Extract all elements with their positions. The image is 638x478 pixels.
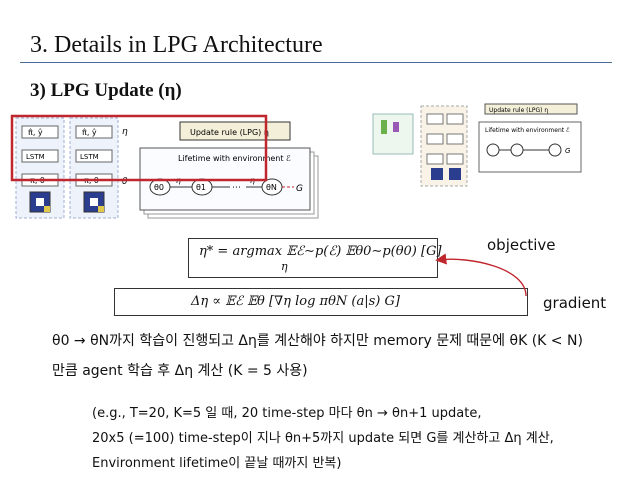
svg-text:θ0: θ0 (154, 183, 164, 192)
svg-text:θ1: θ1 (196, 183, 206, 192)
highlight-box (10, 114, 268, 182)
lpg-architecture-figure: π̂, ŷ LSTM π, θ π̂, ŷ LSTM π, θ η θ Upda… (10, 112, 325, 224)
agent-panel-right: π̂, ŷ LSTM π, θ η θ (69, 117, 128, 219)
svg-text:θN: θN (266, 183, 277, 192)
objective-equation-box: η* = argmax 𝔼ℰ∼p(ℰ) 𝔼θ0∼p(θ0) [G] η (188, 238, 442, 278)
body-line-2: 만큼 agent 학습 후 Δη 계산 (K = 5 사용) (52, 363, 308, 379)
objective-label: objective (487, 236, 556, 254)
body-line-5: Environment lifetime이 끝날 때까지 반복) (92, 456, 342, 471)
agent-panel-left: π̂, ŷ LSTM π, θ (15, 117, 65, 219)
gradient-equation-box: Δη ∝ 𝔼ℰ 𝔼θ [∇η log πθN (a|s) G] (114, 288, 528, 316)
update-rule-label: Update rule (LPG) η (190, 128, 269, 137)
body-line-1: θ0 → θN까지 학습이 진행되고 Δη를 계산해야 하지만 memory 문… (52, 333, 583, 349)
svg-text:⋯: ⋯ (232, 183, 241, 193)
body-line-4: 20x5 (=100) time-step이 지나 θn+5까지 update … (92, 431, 554, 446)
small-update-rule-label: Update rule (LPG) η (489, 107, 548, 114)
svg-text:LSTM: LSTM (80, 153, 99, 161)
small-lifetime-label: Lifetime with environment ℰ (485, 127, 570, 134)
pi-y-label: π̂, ŷ (28, 127, 43, 137)
gradient-to-objective-arrow (435, 253, 527, 297)
svg-text:η: η (122, 127, 128, 137)
lstm-label: LSTM (26, 153, 45, 161)
title-divider (20, 62, 612, 63)
svg-text:θ: θ (122, 177, 128, 187)
svg-text:G: G (296, 184, 303, 194)
update-rule-box (179, 121, 291, 141)
objective-equation: η* = argmax 𝔼ℰ∼p(ℰ) 𝔼θ0∼p(θ0) [G] (199, 244, 442, 259)
gradient-label: gradient (543, 294, 607, 312)
body-line-3: (e.g., T=20, K=5 일 때, 20 time-step 마다 θn… (92, 406, 482, 421)
slide-subtitle: 3) LPG Update (η) (30, 80, 182, 101)
slide-title: 3. Details in LPG Architecture (30, 32, 323, 58)
lpg-small-figure: Update rule (LPG) η Lifetime with enviro… (365, 100, 590, 200)
objective-equation-sub: η (281, 260, 288, 273)
gradient-equation: Δη ∝ 𝔼ℰ 𝔼θ [∇η log πθN (a|s) G] (191, 294, 400, 309)
svg-text:π̂, ŷ: π̂, ŷ (82, 127, 97, 137)
svg-text:G: G (565, 147, 571, 155)
lifetime-label: Lifetime with environment ℰ (178, 154, 291, 163)
